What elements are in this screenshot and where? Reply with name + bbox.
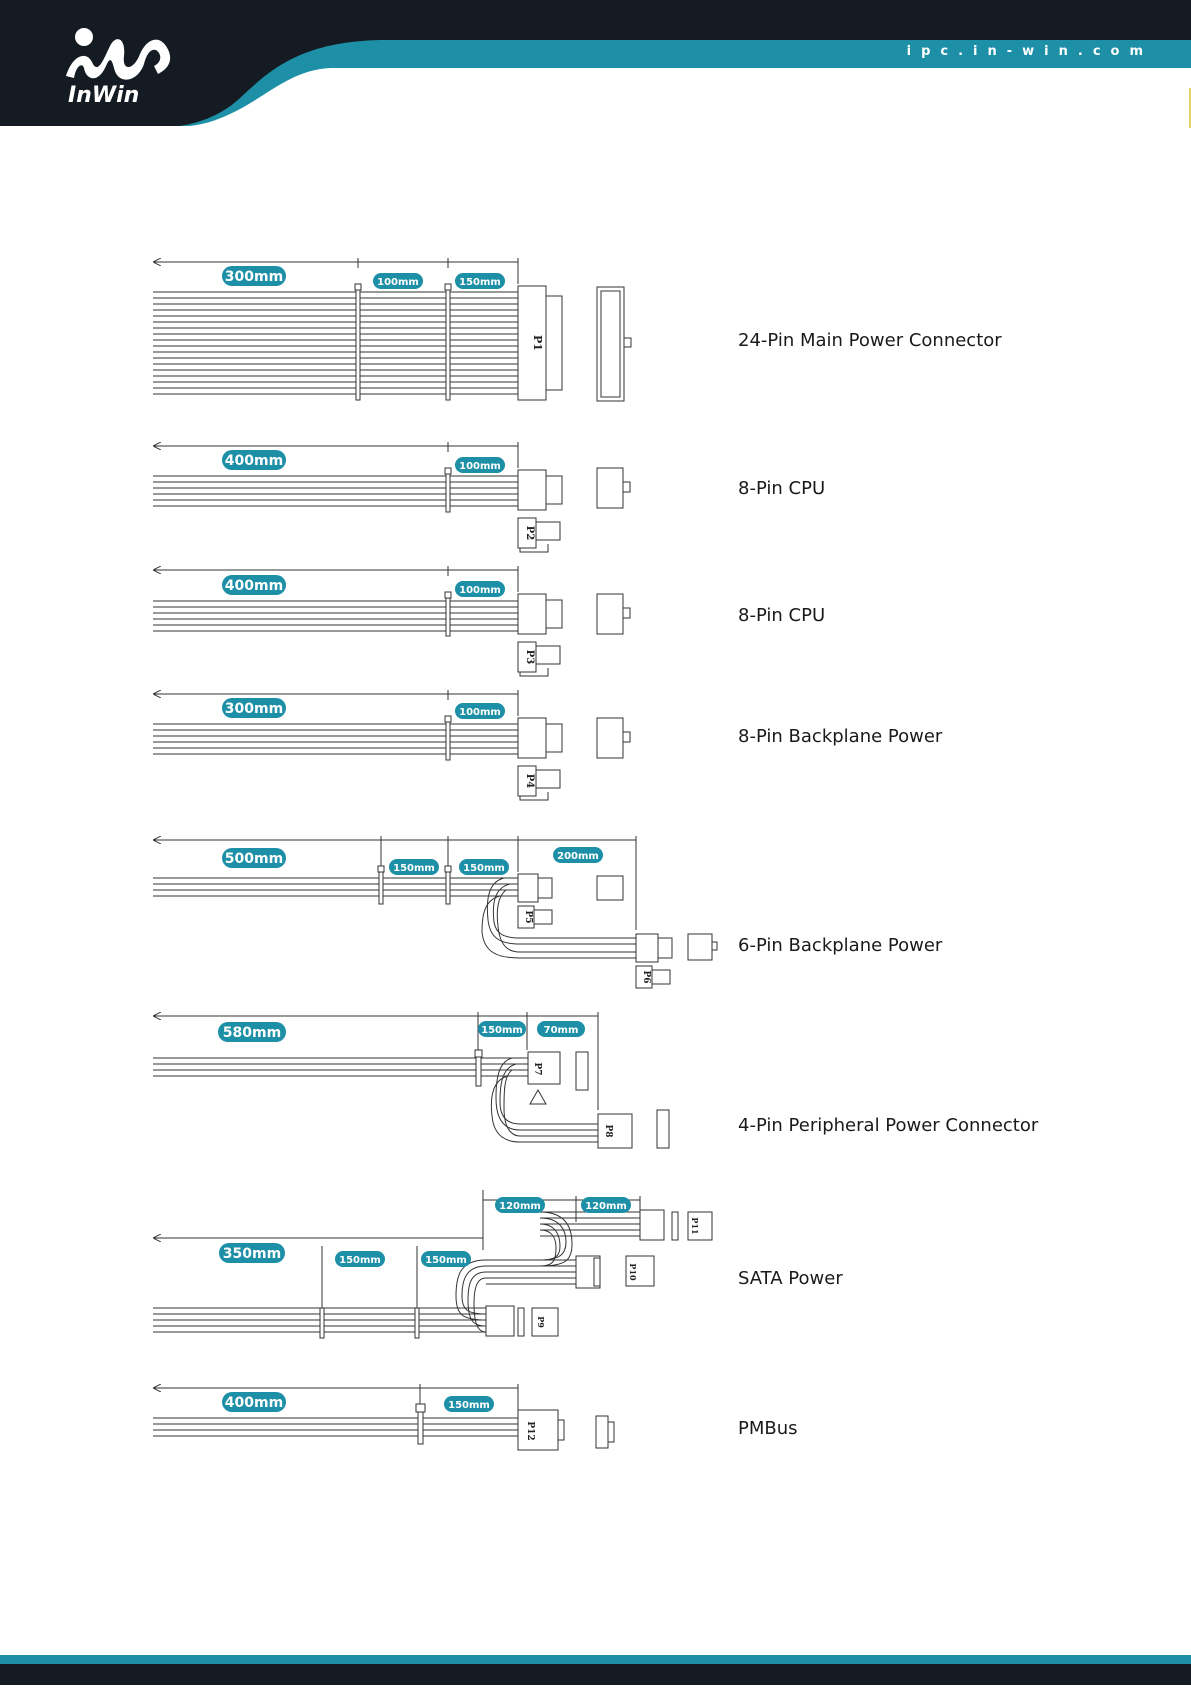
header-banner: InWin ipc.in-win.com	[0, 0, 1191, 130]
plug-label: P11	[690, 1217, 700, 1234]
cable-24pin-main	[153, 258, 632, 402]
plug-label: P8	[603, 1124, 613, 1137]
plug-label: P6	[641, 970, 651, 983]
edge-accent	[1189, 88, 1191, 128]
length-badge: 500mm	[225, 851, 283, 867]
badge-row-7: 350mm 150mm 150mm 120mm 120mm P9 P10 P11	[219, 1197, 700, 1328]
footer-band	[0, 1655, 1191, 1685]
cable-label-24pin-main: 24-Pin Main Power Connector	[738, 330, 1002, 351]
badge-row-5: 500mm 150mm 150mm 200mm P5 P6	[222, 847, 651, 984]
cable-label-8pin-cpu-1: 8-Pin CPU	[738, 478, 826, 499]
cable-6pin-backplane	[153, 836, 718, 989]
cable-4pin-peripheral	[153, 1012, 670, 1149]
length-badge: 100mm	[459, 707, 501, 718]
length-badge: 300mm	[225, 269, 283, 285]
cable-label-pmbus: PMBus	[738, 1418, 798, 1439]
length-badge: 400mm	[225, 453, 283, 469]
length-badge: 150mm	[393, 863, 435, 874]
cable-pmbus	[153, 1384, 615, 1451]
length-badge: 100mm	[459, 585, 501, 596]
footer-dark-stripe	[0, 1664, 1191, 1685]
length-badge: 150mm	[339, 1255, 381, 1266]
wire-bundle	[153, 291, 518, 395]
length-badge: 350mm	[223, 1246, 281, 1262]
cable-label-8pin-backplane: 8-Pin Backplane Power	[738, 726, 943, 747]
cable-label-6pin-backplane: 6-Pin Backplane Power	[738, 935, 943, 956]
length-badge: 120mm	[585, 1201, 627, 1212]
cable-sata-power	[153, 1190, 713, 1339]
plug-label: P7	[532, 1062, 542, 1075]
logo-icon: InWin	[66, 28, 171, 108]
badge-row-2: 400mm 100mm P2	[222, 450, 535, 540]
length-badge: 400mm	[225, 578, 283, 594]
length-badge: 100mm	[459, 461, 501, 472]
cable-label-4pin-peripheral: 4-Pin Peripheral Power Connector	[738, 1115, 1039, 1136]
cable-label-sata-power: SATA Power	[738, 1268, 843, 1289]
cable-8pin-backplane-p4	[153, 690, 631, 801]
cable-label-8pin-cpu-2: 8-Pin CPU	[738, 605, 826, 626]
plug-label: P5	[523, 910, 533, 923]
badge-row-1: 300mm 100mm 150mm P1	[222, 266, 544, 351]
length-badge: 150mm	[425, 1255, 467, 1266]
site-url: ipc.in-win.com	[906, 44, 1153, 59]
length-badge: 400mm	[225, 1395, 283, 1411]
badge-row-8: 400mm 150mm P12	[222, 1392, 535, 1441]
plug-label: P9	[536, 1316, 546, 1328]
plug-label: P10	[628, 1263, 638, 1281]
plug-label: P3	[524, 650, 535, 665]
length-badge: 200mm	[557, 851, 599, 862]
plug-label: P2	[524, 526, 535, 541]
badge-row-4: 300mm 100mm P4	[222, 698, 535, 788]
length-badge: 150mm	[463, 863, 505, 874]
footer-teal-stripe	[0, 1655, 1191, 1664]
length-badge: 150mm	[481, 1025, 523, 1036]
plug-label: P1	[531, 335, 544, 351]
plug-label: P4	[524, 774, 535, 789]
cable-8pin-cpu-p2	[153, 442, 631, 553]
length-badge: 580mm	[223, 1025, 281, 1041]
length-badge: 150mm	[448, 1400, 490, 1411]
badge-row-6: 580mm 150mm 70mm P7 P8	[218, 1021, 613, 1138]
length-badge: 70mm	[544, 1025, 579, 1036]
badge-row-3: 400mm 100mm P3	[222, 575, 535, 664]
length-badge: 120mm	[499, 1201, 541, 1212]
length-badge: 300mm	[225, 701, 283, 717]
plug-label: P12	[525, 1421, 535, 1440]
logo-text: InWin	[68, 83, 139, 108]
header-shapes	[0, 0, 1191, 126]
length-badge: 150mm	[459, 277, 501, 288]
cable-8pin-cpu-p3	[153, 566, 631, 677]
length-badge: 100mm	[377, 277, 419, 288]
inwin-logo: InWin	[62, 22, 182, 108]
